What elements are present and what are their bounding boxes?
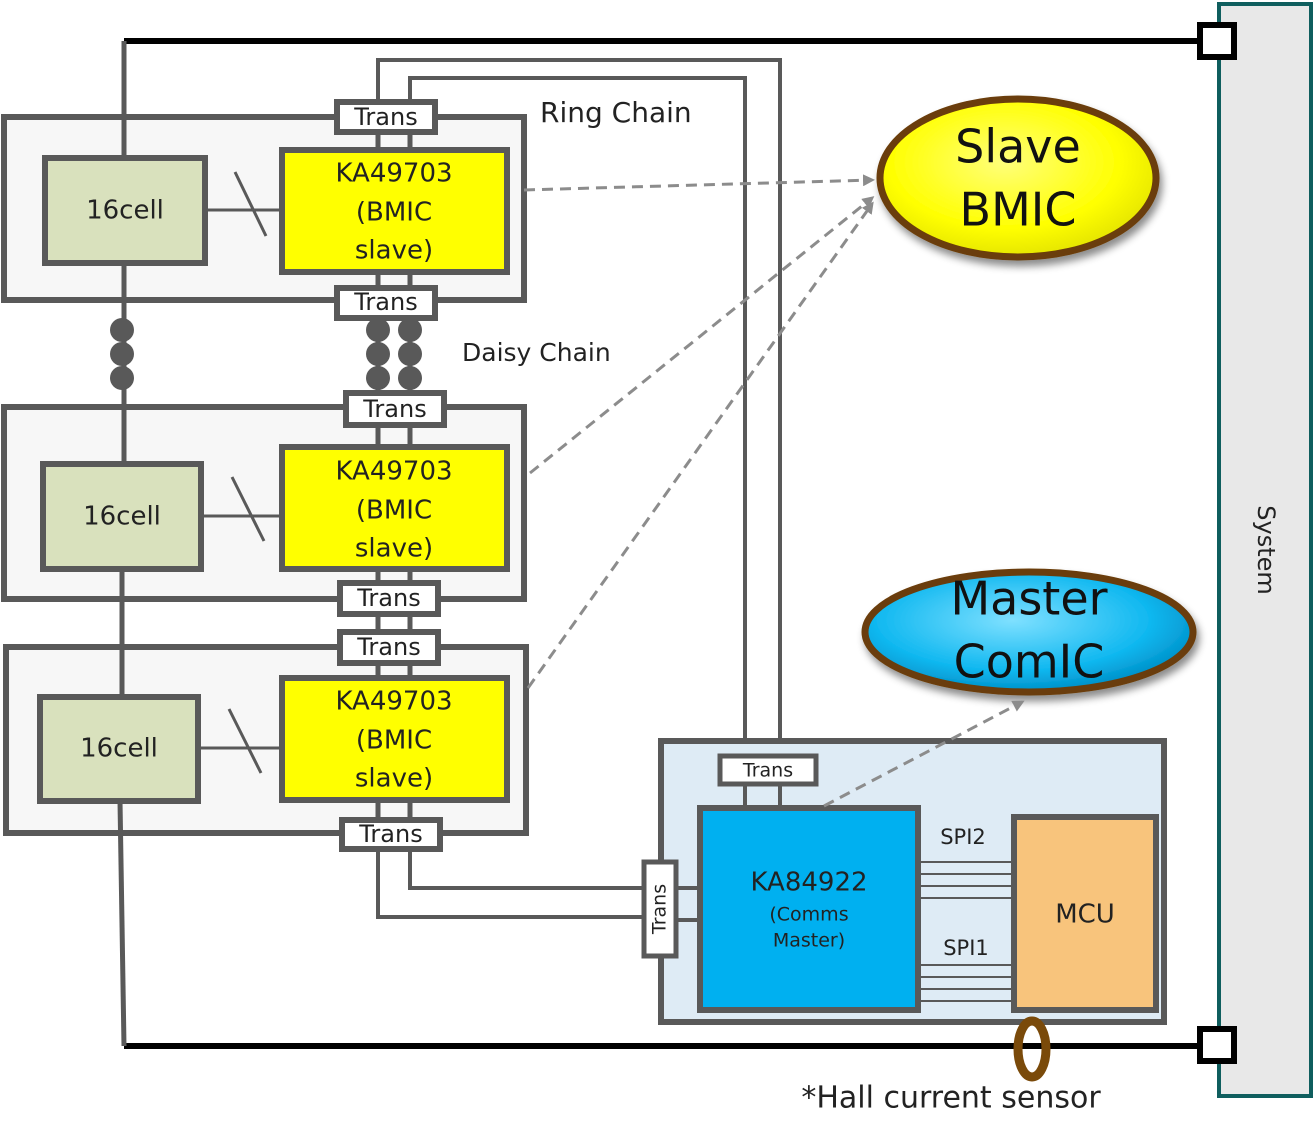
svg-text:Trans: Trans: [742, 760, 793, 782]
trans-box: Trans: [337, 629, 441, 666]
cell-block: [37, 694, 201, 804]
cell-label: 16cell: [83, 502, 161, 532]
bmic-label-line1: KA49703: [335, 457, 452, 487]
arrow-module2-to-slave: [529, 196, 875, 475]
bus-slash: [227, 708, 263, 774]
bmic-label-line3: slave): [355, 764, 433, 794]
hall-sensor-label: *Hall current sensor: [801, 1081, 1101, 1116]
bmic-label-line1: KA49703: [335, 687, 452, 717]
svg-text:Trans: Trans: [353, 288, 417, 316]
mcu-label: MCU: [1055, 900, 1115, 930]
ring-chain-wires: [376, 58, 782, 919]
hall-sensor-icon: [1013, 1016, 1051, 1082]
battery-module-2: 16cell KA49703 (BMIC slave): [1, 404, 527, 602]
svg-text:Trans: Trans: [356, 584, 420, 612]
continuation-dots: [110, 318, 422, 390]
battery-module-1: 16cell KA49703 (BMIC slave): [1, 114, 527, 303]
bmic-label-line2: (BMIC: [356, 496, 432, 526]
bmic-slave-chip: [279, 444, 510, 572]
comms-master-chip: [697, 805, 921, 1013]
trans-box: Trans: [334, 285, 438, 321]
slave-bmic-line1: Slave: [955, 120, 1081, 174]
cell-label: 16cell: [80, 734, 158, 764]
top-rail-terminal: [1197, 22, 1237, 60]
comms-master-label-line2: (Comms: [769, 904, 848, 926]
bmic-label-line3: slave): [355, 534, 433, 564]
bmic-slave-chip: [279, 675, 510, 803]
svg-text:Trans: Trans: [649, 884, 671, 935]
mcu-chip: [1011, 814, 1159, 1013]
slave-bmic-ellipse: [876, 95, 1160, 261]
spi1-bus: [918, 964, 1014, 1002]
bmic-label-line2: (BMIC: [356, 726, 432, 756]
cell-label: 16cell: [86, 196, 164, 226]
pointer-arrows: [523, 174, 1025, 808]
master-comic-ellipse: [861, 568, 1197, 696]
comms-master-label-line1: KA84922: [750, 868, 867, 898]
bus-slash: [233, 171, 268, 237]
spi2-bus: [918, 861, 1014, 899]
master-comic-line2: ComIC: [954, 635, 1105, 689]
master-comic-line1: Master: [950, 572, 1107, 626]
svg-text:Trans: Trans: [353, 103, 417, 131]
arrow-master-to-comic: [823, 700, 1025, 808]
bmic-label-line2: (BMIC: [356, 198, 432, 228]
bus-slash: [230, 476, 266, 542]
daisy-chain-label: Daisy Chain: [462, 338, 611, 367]
trans-box: Trans: [334, 99, 438, 135]
arrow-module3-to-slave: [526, 201, 874, 689]
arrow-module1-to-slave: [523, 174, 875, 192]
system-label: System: [1252, 505, 1280, 595]
svg-text:Trans: Trans: [356, 633, 420, 661]
bottom-rail-terminal: [1197, 1026, 1237, 1064]
system-bar: [1217, 2, 1313, 1098]
master-side-trans-box: Trans: [641, 859, 679, 959]
svg-text:Trans: Trans: [358, 820, 422, 848]
bmic-label-line3: slave): [355, 236, 433, 266]
bmic-slave-chip: [279, 147, 510, 275]
battery-module-3: 16cell KA49703 (BMIC slave): [3, 644, 529, 836]
master-comic-callout: Master ComIC: [861, 568, 1197, 696]
spi1-label: SPI1: [943, 936, 989, 960]
slave-bmic-line2: BMIC: [960, 183, 1077, 237]
master-trans-box: Trans: [717, 753, 819, 787]
comms-master-label-line3: Master): [773, 930, 845, 952]
ring-chain-label: Ring Chain: [540, 96, 692, 129]
trans-box: Trans: [337, 580, 441, 617]
master-board: Trans Trans KA84922 (Comms Master) SPI2: [641, 738, 1167, 1025]
svg-text:Trans: Trans: [362, 395, 426, 423]
bmic-label-line1: KA49703: [335, 159, 452, 189]
trans-box: Trans: [339, 817, 443, 852]
trans-box: Trans: [343, 390, 447, 428]
spi2-label: SPI2: [940, 825, 986, 849]
slave-bmic-callout: Slave BMIC: [876, 95, 1160, 261]
